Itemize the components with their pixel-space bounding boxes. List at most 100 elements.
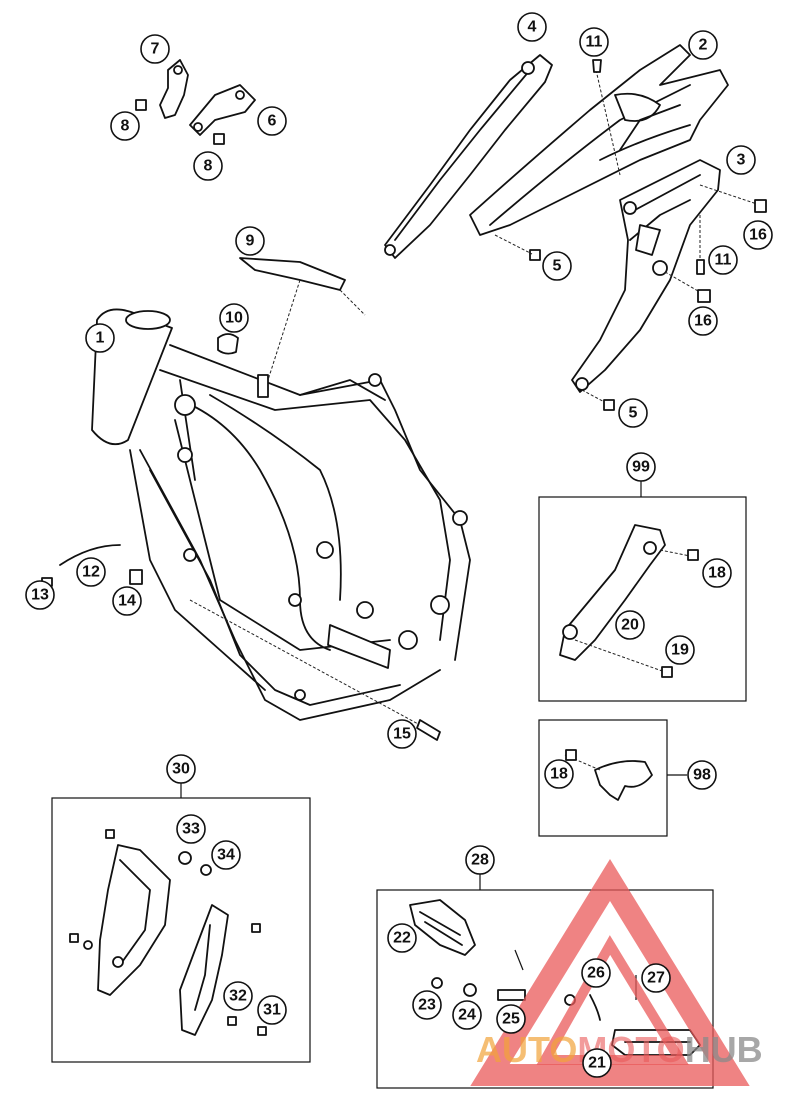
callout-12: 12 xyxy=(76,557,106,587)
callout-8-lower: 8 xyxy=(193,151,223,181)
svg-text:23: 23 xyxy=(418,997,436,1014)
callout-19: 19 xyxy=(665,635,695,665)
svg-text:32: 32 xyxy=(229,988,247,1005)
callout-1: 1 xyxy=(85,323,115,353)
svg-text:19: 19 xyxy=(671,642,689,659)
callout-26: 26 xyxy=(581,958,611,988)
svg-text:27: 27 xyxy=(647,970,665,987)
svg-text:7: 7 xyxy=(151,41,160,58)
callout-25: 25 xyxy=(496,1004,526,1034)
callout-18-lower: 18 xyxy=(544,759,574,789)
group-box-99 xyxy=(538,496,747,702)
group-box-98 xyxy=(538,719,668,837)
bolt-15-part xyxy=(189,599,441,741)
callout-99: 99 xyxy=(626,452,656,482)
callout-28: 28 xyxy=(465,845,495,875)
callout-3: 3 xyxy=(726,145,756,175)
svg-text:14: 14 xyxy=(118,593,136,610)
svg-text:34: 34 xyxy=(217,847,235,864)
footpeg-bracket-20-part xyxy=(559,524,699,678)
frame-guard-right-part xyxy=(179,904,229,1036)
callout-11-lower: 11 xyxy=(708,245,738,275)
footpeg-22-part xyxy=(409,899,476,956)
callout-16-lower: 16 xyxy=(688,306,718,336)
svg-text:18: 18 xyxy=(708,565,726,582)
svg-text:2: 2 xyxy=(699,37,708,54)
svg-text:99: 99 xyxy=(632,459,650,476)
svg-text:33: 33 xyxy=(182,821,200,838)
callout-22: 22 xyxy=(387,923,417,953)
svg-text:21: 21 xyxy=(588,1055,606,1072)
callout-7: 7 xyxy=(140,34,170,64)
callout-18-upper: 18 xyxy=(702,558,732,588)
callout-20: 20 xyxy=(615,610,645,640)
callout-30: 30 xyxy=(166,754,196,784)
callout-98: 98 xyxy=(687,760,717,790)
frame-guard-left-part xyxy=(97,844,171,996)
group-box-28 xyxy=(376,889,714,1089)
subframe-left-part xyxy=(384,54,553,259)
callout-6: 6 xyxy=(257,106,287,136)
svg-text:6: 6 xyxy=(268,113,277,130)
svg-text:30: 30 xyxy=(172,761,190,778)
svg-text:31: 31 xyxy=(263,1002,281,1019)
callout-31: 31 xyxy=(257,995,287,1025)
svg-text:1: 1 xyxy=(96,330,105,347)
svg-text:18: 18 xyxy=(550,766,568,783)
callout-4: 4 xyxy=(517,12,547,42)
callout-34: 34 xyxy=(211,840,241,870)
callout-14: 14 xyxy=(112,586,142,616)
callout-27: 27 xyxy=(641,963,671,993)
callout-5-upper: 5 xyxy=(542,251,572,281)
svg-text:98: 98 xyxy=(693,767,711,784)
svg-text:12: 12 xyxy=(82,564,100,581)
svg-text:10: 10 xyxy=(225,310,243,327)
svg-text:4: 4 xyxy=(528,19,537,36)
svg-text:11: 11 xyxy=(586,34,603,51)
watermark-text: AUTOMOTOHUB xyxy=(476,1029,763,1070)
svg-text:20: 20 xyxy=(621,617,639,634)
svg-text:13: 13 xyxy=(31,587,49,604)
callout-2: 2 xyxy=(688,30,718,60)
bracket-7-part xyxy=(159,59,189,119)
subframe-side-part xyxy=(571,159,721,393)
callout-11-upper: 11 xyxy=(579,27,609,57)
callout-21: 21 xyxy=(582,1048,612,1078)
watermark-part3: HUB xyxy=(685,1029,763,1070)
clip-10-part xyxy=(217,333,239,355)
main-frame-part xyxy=(91,308,471,721)
svg-text:16: 16 xyxy=(749,227,767,244)
callout-8-upper: 8 xyxy=(110,111,140,141)
callout-13: 13 xyxy=(25,580,55,610)
svg-text:25: 25 xyxy=(502,1011,520,1028)
svg-text:8: 8 xyxy=(121,118,130,135)
callout-33: 33 xyxy=(176,814,206,844)
svg-text:16: 16 xyxy=(694,313,712,330)
callout-32: 32 xyxy=(223,981,253,1011)
svg-text:28: 28 xyxy=(471,852,489,869)
svg-text:5: 5 xyxy=(553,258,562,275)
svg-text:24: 24 xyxy=(458,1007,476,1024)
callout-24: 24 xyxy=(452,1000,482,1030)
callout-23: 23 xyxy=(412,990,442,1020)
callout-5-lower: 5 xyxy=(618,398,648,428)
callout-10: 10 xyxy=(219,303,249,333)
plate-98-part xyxy=(564,749,653,801)
callout-9: 9 xyxy=(235,226,265,256)
svg-text:8: 8 xyxy=(204,158,213,175)
bracket-6-part xyxy=(189,84,256,136)
svg-text:22: 22 xyxy=(393,930,411,947)
svg-text:9: 9 xyxy=(246,233,255,250)
watermark-part1: AUTO xyxy=(476,1029,577,1070)
svg-text:11: 11 xyxy=(715,252,732,269)
callout-15: 15 xyxy=(387,719,417,749)
svg-text:15: 15 xyxy=(393,726,411,743)
svg-text:5: 5 xyxy=(629,405,638,422)
hose-12-part xyxy=(59,544,121,566)
svg-text:3: 3 xyxy=(737,152,746,169)
callout-16-upper: 16 xyxy=(743,220,773,250)
watermark-logo: AUTOMOTOHUB xyxy=(470,859,763,1086)
svg-text:26: 26 xyxy=(587,965,605,982)
bracket-9-part xyxy=(239,257,366,381)
